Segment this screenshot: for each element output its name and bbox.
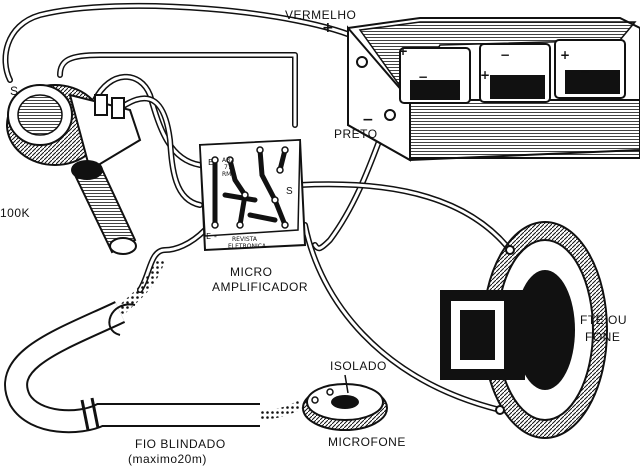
- battery-pack: [347, 17, 640, 162]
- pcb-e-top: E: [208, 158, 214, 167]
- label-isolado: ISOLADO: [330, 359, 387, 373]
- cell-plus-2: +: [480, 68, 491, 82]
- cell-plus-3: +: [560, 48, 571, 62]
- cell-minus-1: −: [418, 70, 429, 84]
- pcb-e-bottom: E: [206, 232, 212, 241]
- label-s-pcb: S: [286, 186, 294, 197]
- cell-minus-3: −: [580, 65, 591, 79]
- label-preto: PRETO: [334, 127, 378, 141]
- potentiometer: [6, 84, 142, 255]
- label-fio-blindado: FIO BLINDADO: [135, 437, 226, 451]
- speaker: [440, 221, 608, 439]
- label-micro: MICRO: [230, 265, 273, 279]
- label-microfone: MICROFONE: [328, 435, 406, 449]
- battery-plus-sign: +: [322, 20, 334, 36]
- label-s-pot: S: [10, 84, 19, 98]
- shielded-cable: [4, 258, 302, 434]
- pcb-code-1: AB2: [222, 157, 235, 164]
- label-fone: FONE: [585, 330, 621, 344]
- pcb-code-3: RM: [222, 171, 232, 178]
- pcb-code-2: 77: [224, 164, 232, 171]
- pcb-minus: -: [214, 232, 217, 241]
- label-vermelho: VERMELHO: [285, 8, 357, 22]
- pcb-brand-1: REVISTA: [232, 236, 257, 243]
- cell-plus-1: +: [398, 44, 409, 58]
- microphone: [302, 374, 388, 431]
- label-pot-value: 100K: [0, 206, 31, 220]
- label-maximo: (maximo20m): [128, 452, 207, 466]
- cell-minus-2: −: [500, 48, 511, 62]
- pcb-brand-2: ELETRONICA: [228, 243, 267, 250]
- wires: [2, 2, 513, 413]
- label-amplificador: AMPLIFICADOR: [212, 280, 309, 294]
- pcb-micro-amplifier: [198, 138, 307, 252]
- battery-minus-sign: −: [362, 112, 374, 128]
- label-fte-ou: FTE OU: [580, 313, 627, 327]
